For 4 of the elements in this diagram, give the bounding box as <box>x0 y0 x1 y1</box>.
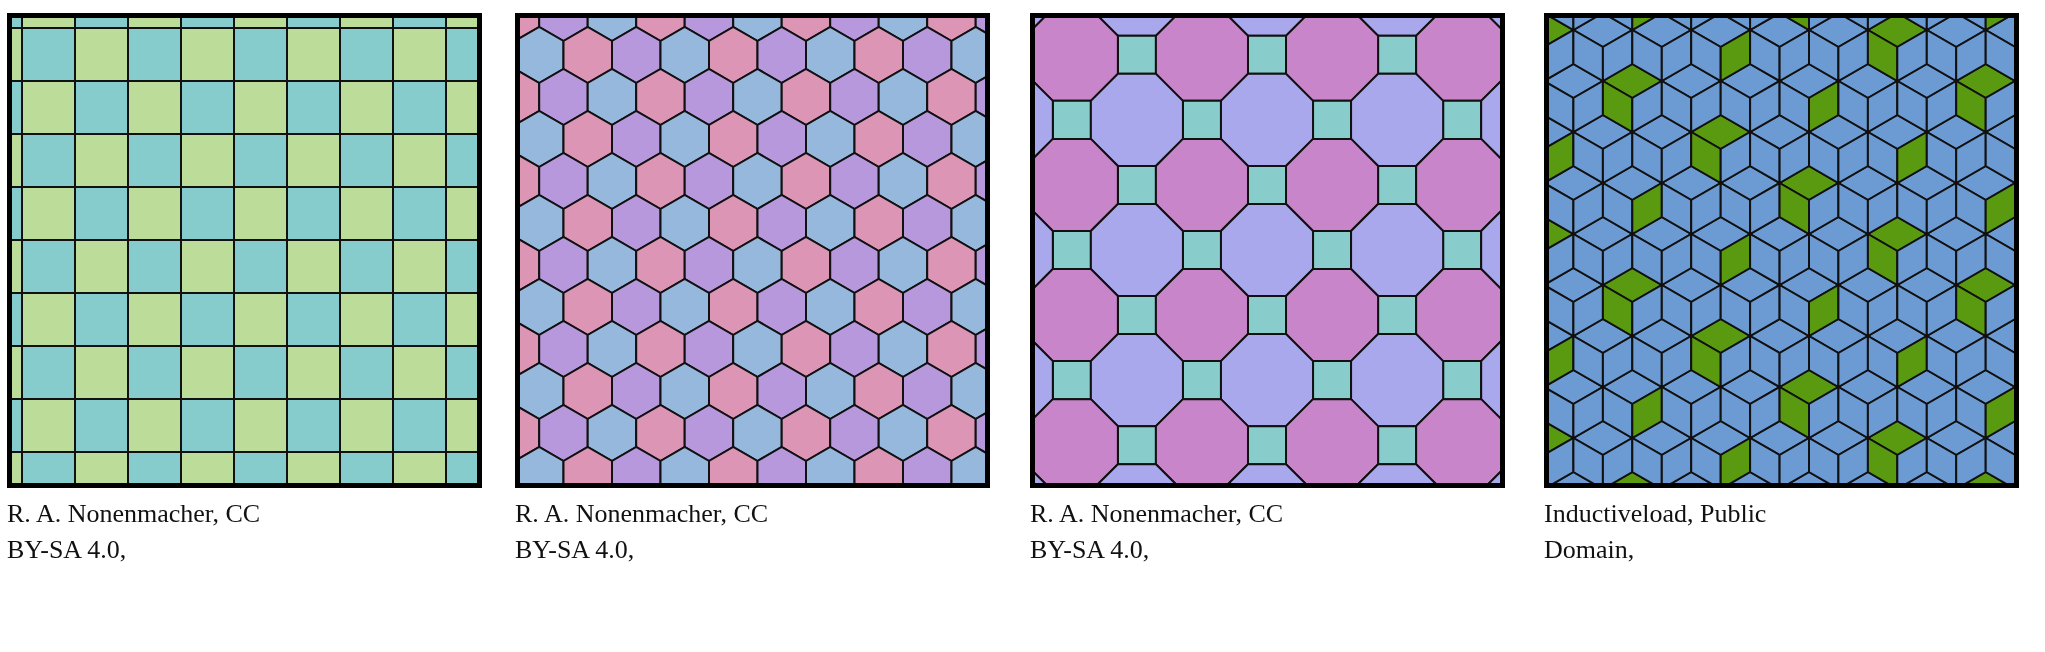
attribution-caption: Inductiveload, Public Domain, <box>1544 498 1768 566</box>
attribution-caption: R. A. Nonenmacher, CC BY-SA 4.0, <box>515 498 770 566</box>
attribution-caption: R. A. Nonenmacher, CC BY-SA 4.0, <box>7 498 262 566</box>
attribution-caption: R. A. Nonenmacher, CC BY-SA 4.0, <box>1030 498 1285 566</box>
